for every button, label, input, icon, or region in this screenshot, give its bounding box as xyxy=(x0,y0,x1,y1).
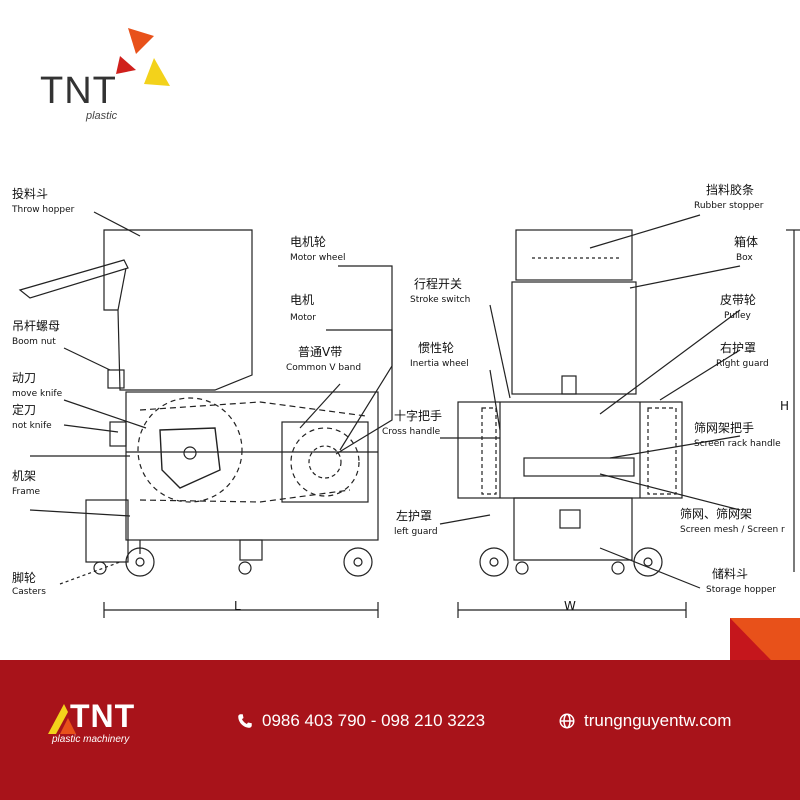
label-inertia-wheel-en: Inertia wheel xyxy=(410,359,469,369)
label-casters-cn: 脚轮 xyxy=(12,570,36,585)
dimension-h: H xyxy=(780,399,789,413)
label-screen-rack-cn: 筛网架把手 xyxy=(694,420,754,435)
label-motor-wheel-en: Motor wheel xyxy=(290,253,346,263)
label-throw-hopper-cn: 投料斗 xyxy=(12,186,48,201)
dimension-l: L xyxy=(234,599,241,613)
footer-logo-mark xyxy=(48,704,76,734)
phone-icon xyxy=(238,714,252,728)
label-box-en: Box xyxy=(736,253,753,263)
label-v-band-cn: 普通V带 xyxy=(298,345,342,359)
label-left-guard-en: left guard xyxy=(394,527,438,537)
phone-number: 0986 403 790 - 098 210 3223 xyxy=(262,711,486,730)
label-v-band-en: Common V band xyxy=(286,363,361,373)
label-storage-hopper-cn: 储料斗 xyxy=(712,566,748,581)
label-stroke-switch-cn: 行程开关 xyxy=(414,276,462,291)
dimension-w: W xyxy=(564,599,576,613)
top-logo-subtitle: plastic xyxy=(86,110,118,122)
footer-logo-text: TNT xyxy=(70,698,136,734)
label-move-knife-cn: 动刀 xyxy=(12,371,36,385)
label-storage-hopper-en: Storage hopper xyxy=(706,585,776,595)
label-right-guard-cn: 右护罩 xyxy=(720,340,756,355)
label-box-cn: 箱体 xyxy=(734,234,758,249)
label-not-knife-en: not knife xyxy=(12,421,52,431)
top-logo-text: TNT xyxy=(40,70,117,112)
label-pulley-en: Pulley xyxy=(724,311,752,321)
label-boom-nut-cn: 吊杆螺母 xyxy=(12,319,60,333)
label-motor-cn: 电机 xyxy=(290,293,314,307)
label-casters-en: Casters xyxy=(12,587,46,597)
footer-logo-subtitle: plastic machinery xyxy=(52,734,130,745)
label-pulley-cn: 皮带轮 xyxy=(720,293,756,307)
crusher-diagram: 投料斗 Throw hopper 吊杆螺母 Boom nut 动刀 move k… xyxy=(11,182,800,618)
tnt-logo-shapes xyxy=(116,28,170,86)
label-right-guard-en: Right guard xyxy=(716,359,769,369)
label-not-knife-cn: 定刀 xyxy=(12,402,36,417)
label-rubber-stopper-cn: 挡料胶条 xyxy=(706,182,754,197)
footer-bar xyxy=(0,660,800,800)
label-rubber-stopper-en: Rubber stopper xyxy=(694,201,764,211)
website-url: trungnguyentw.com xyxy=(584,711,732,730)
label-move-knife-en: move knife xyxy=(12,389,63,399)
label-cross-handle-en: Cross handle xyxy=(382,427,441,437)
label-inertia-wheel-cn: 惯性轮 xyxy=(418,340,454,355)
globe-icon xyxy=(559,713,575,729)
label-boom-nut-en: Boom nut xyxy=(12,337,56,347)
label-motor-wheel-cn: 电机轮 xyxy=(290,235,326,249)
label-screen-rack-en: Screen rack handle xyxy=(694,439,781,449)
footer-phone[interactable]: 0986 403 790 - 098 210 3223 xyxy=(236,711,485,731)
label-screen-mesh-cn: 筛网、筛网架 xyxy=(680,506,752,521)
label-throw-hopper-en: Throw hopper xyxy=(11,205,75,215)
label-stroke-switch-en: Stroke switch xyxy=(410,295,470,305)
label-left-guard-cn: 左护罩 xyxy=(396,508,432,523)
label-frame-en: Frame xyxy=(12,487,41,497)
footer-website[interactable]: trungnguyentw.com xyxy=(558,711,731,731)
label-cross-handle-cn: 十字把手 xyxy=(394,408,442,423)
label-frame-cn: 机架 xyxy=(12,469,36,483)
label-screen-mesh-en: Screen mesh / Screen r xyxy=(680,525,785,535)
label-motor-en: Motor xyxy=(290,313,316,323)
